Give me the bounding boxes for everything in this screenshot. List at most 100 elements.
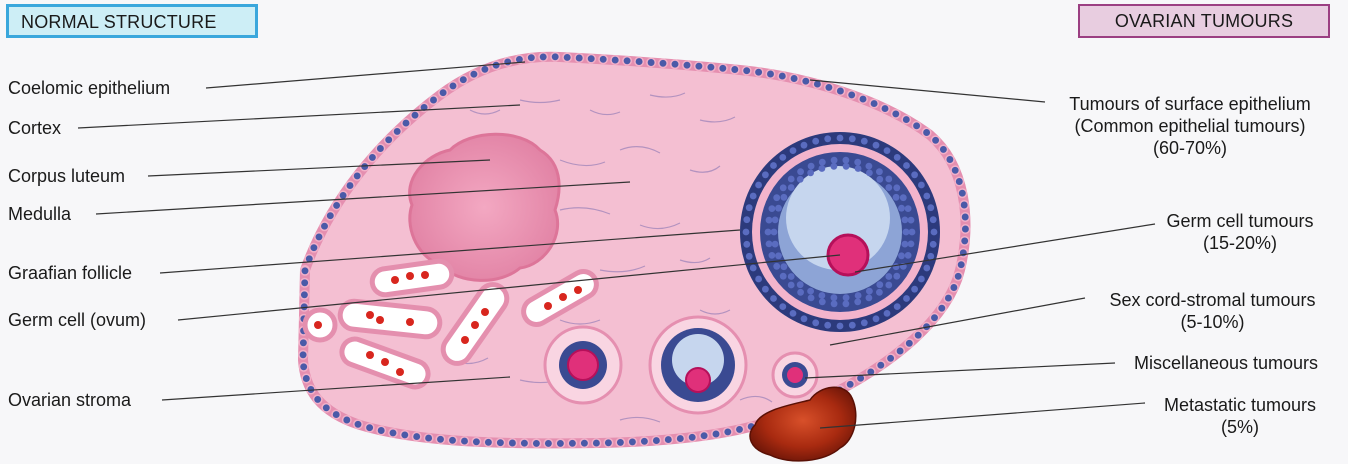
epithelial-cell [302,374,310,382]
epithelial-cell [385,136,393,144]
epithelial-cell [429,96,437,104]
granulosa-cell [893,273,900,280]
granulosa-cell [746,204,753,211]
granulosa-cell [831,294,838,301]
epithelial-cell [640,437,648,445]
granulosa-cell [866,295,873,302]
granulosa-cell [808,295,815,302]
epithelial-cell [300,291,308,299]
primordial-follicle-1 [545,327,621,403]
granulosa-cell [788,282,795,289]
granulosa-cell [797,176,804,183]
granulosa-cell [762,171,769,178]
granulosa-cell [884,310,891,317]
granulosa-cell [797,168,804,175]
epithelial-cell [320,222,328,230]
epithelial-cell [961,237,969,245]
granulosa-cell [905,252,912,259]
epithelial-cell [401,431,409,439]
label-ovarian-stroma: Ovarian stroma [8,389,131,411]
granulosa-cell [812,138,819,145]
epithelial-cell [955,177,963,185]
epithelial-cell [954,272,962,280]
granulosa-cell [770,162,777,169]
germ-cell-tumours-pct: (15-20%) [1140,232,1340,254]
granulosa-cell [923,193,930,200]
epithelial-cell [735,425,743,433]
epithelial-cell [389,429,397,437]
granulosa-cell [894,154,901,161]
epithelial-cell [568,439,576,447]
epithelial-cell [659,59,667,67]
epithelial-cell [580,439,588,447]
epithelial-cell [695,62,703,70]
granulosa-cell [819,165,826,172]
label-cortex: Cortex [8,117,61,139]
epithelial-cell [886,354,894,362]
granulosa-cell [903,162,910,169]
granulosa-cell [908,217,915,224]
granulosa-cell [780,184,787,191]
granulosa-cell [855,292,862,299]
granulosa-cell [849,322,856,329]
granulosa-cell [930,216,937,223]
epithelial-cell [481,65,489,73]
granulosa-cell [819,159,826,166]
epithelial-cell [551,53,559,61]
label-medulla: Medulla [8,203,71,225]
epithelial-cell [825,83,833,91]
granulosa-cell [788,184,795,191]
granulosa-cell [876,168,883,175]
metastatic-pct: (5%) [1140,416,1340,438]
granulosa-cell [755,276,762,283]
granulosa-cell [819,298,826,305]
epithelial-cell [532,439,540,447]
granulosa-cell [775,205,782,212]
epithelial-cell [460,437,468,445]
sex-cord-pct: (5-10%) [1085,311,1340,333]
epithelial-cell [950,283,958,291]
granulosa-cell [894,303,901,310]
epithelial-cell [459,76,467,84]
epithelial-cell [343,416,351,424]
epithelial-cell [439,89,447,97]
granulosa-cell [779,303,786,310]
epithelial-cell [527,54,535,62]
epithelial-cell [436,435,444,443]
label-miscellaneous-tumours: Miscellaneous tumours [1110,352,1342,374]
granulosa-cell [900,194,907,201]
epithelial-cell [393,127,401,135]
granulosa-cell [893,184,900,191]
normal-structure-header: NORMAL STRUCTURE [6,4,258,38]
epithelial-cell [905,339,913,347]
granulosa-cell [902,217,909,224]
granulosa-cell [843,300,850,307]
granulosa-cell [773,194,780,201]
granulosa-cell [771,229,778,236]
epithelial-cell [353,172,361,180]
epithelial-cell [877,361,885,369]
epithelial-cell [754,68,762,76]
granulosa-cell [861,319,868,326]
granulosa-cell [876,176,883,183]
label-corpus-luteum: Corpus luteum [8,165,125,187]
epithelial-cell [944,294,952,302]
granulosa-cell [903,295,910,302]
epithelial-cell [563,53,571,61]
epithelial-cell [957,261,965,269]
epithelial-cell [299,339,307,347]
granulosa-cell [873,142,880,149]
granulosa-cell [831,300,838,307]
ovarian-tumours-header: OVARIAN TUMOURS [1078,4,1330,38]
label-germ-cell-tumours: Germ cell tumours (15-20%) [1140,210,1340,254]
granulosa-cell [902,241,909,248]
sex-cord-line1: Sex cord-stromal tumours [1085,289,1340,311]
epithelial-cell [951,166,959,174]
granulosa-cell [927,253,934,260]
epithelial-cell [743,67,751,75]
epithelial-cell [332,201,340,209]
granulosa-cell [930,241,937,248]
epithelial-cell [931,136,939,144]
epithelial-cell [652,436,660,444]
epithelial-cell [960,201,968,209]
